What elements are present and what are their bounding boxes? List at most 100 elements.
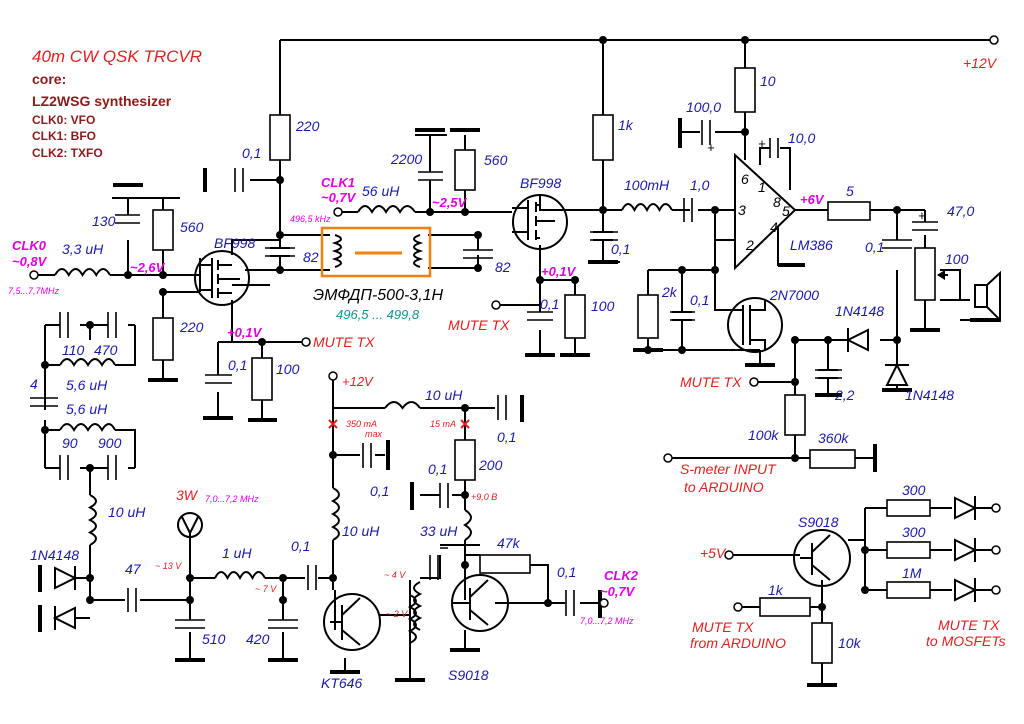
label-l-1uh: 1 uH <box>222 545 252 561</box>
label-l-33uh: 33 uH <box>420 523 458 539</box>
title: 40m CW QSK TRCVR <box>32 47 202 66</box>
label-r-47k: 47k <box>497 535 521 551</box>
label-c-2-2: 2,2 <box>834 387 855 403</box>
diodes <box>52 328 978 630</box>
label-pin-2: 2 <box>745 237 754 253</box>
label-c-0-1-a: 0,1 <box>242 145 261 161</box>
label-r-1m: 1M <box>902 565 922 581</box>
label-r-220-mid: 220 <box>179 319 204 335</box>
label-l-10uh-c: 10 uH <box>342 523 380 539</box>
label-r-560-b: 560 <box>484 152 508 168</box>
label-r-560-a: 560 <box>180 219 204 235</box>
label-c-10-0: 10,0 <box>788 130 815 146</box>
resistors <box>152 67 948 664</box>
label-mute-tx-e: MUTE TX <box>938 617 1000 633</box>
label-r-10k: 10k <box>838 635 862 651</box>
label-l-5-6-b: 5,6 uH <box>66 401 108 417</box>
label-c-82-b: 82 <box>495 259 511 275</box>
label-r-1k: 1k <box>618 117 634 133</box>
label-c-0-1-b: 0,1 <box>228 357 247 373</box>
label-c-130: 130 <box>92 213 116 229</box>
label-mute-tx-c: MUTE TX <box>680 374 742 390</box>
label-i-max: max <box>365 429 383 439</box>
svg-text:+: + <box>918 208 926 223</box>
label-r-300-a: 300 <box>902 482 926 498</box>
label-freq-out: 7,0...7,2 MHz <box>205 494 259 504</box>
supply-12v-label: +12V <box>963 55 998 71</box>
label-c-47: 47 <box>125 561 142 577</box>
label-c-0-1-j: 0,1 <box>428 461 447 477</box>
label-r-100k: 100k <box>748 427 779 443</box>
label-pin-5: 5 <box>782 203 790 219</box>
label-c-0-1-c: 0,1 <box>540 296 559 312</box>
label-freq-bfo: 496,5 kHz <box>290 214 331 224</box>
clk1-desc: CLK1: BFO <box>32 129 96 143</box>
label-r-100-b: 100 <box>591 298 615 314</box>
label-r-1k-b: 1k <box>768 582 784 598</box>
label-c-110: 110 <box>62 342 85 358</box>
label-v-13: ~ 13 V <box>155 561 182 571</box>
label-r-10: 10 <box>760 73 776 89</box>
label-q-2n7000: 2N7000 <box>769 287 819 303</box>
label-smeter-2: to ARDUINO <box>684 479 764 495</box>
label-r-360k: 360k <box>818 430 849 446</box>
svg-text:+: + <box>707 140 715 155</box>
label-pin-6: 6 <box>741 171 749 187</box>
label-c-510: 510 <box>202 631 226 647</box>
label-clk1-v: ~0,7V <box>321 190 357 205</box>
junction-dots <box>41 36 901 611</box>
label-l-100mh: 100mH <box>624 177 670 193</box>
label-mute-to: to MOSFETs <box>926 633 1006 649</box>
label-smeter-1: S-meter INPUT <box>680 461 777 477</box>
label-pot-100: 100 <box>945 251 969 267</box>
label-filter-name: ЭМФДП-500-3,1Н <box>313 287 444 304</box>
label-c-420: 420 <box>246 631 270 647</box>
label-r-300-b: 300 <box>902 524 926 540</box>
label-c-2200: 2200 <box>390 151 422 167</box>
label-clk2: CLK2 <box>604 568 639 583</box>
label-clk0: CLK0 <box>12 238 47 253</box>
label-v-5v: +5V <box>700 545 727 561</box>
label-i-350: 350 mA <box>346 419 377 429</box>
label-l-10uh-a: 10 uH <box>108 504 146 520</box>
terminals <box>29 207 1001 612</box>
label-c-0-1-i: 0,1 <box>370 483 389 499</box>
antenna-icon <box>177 512 203 545</box>
label-v-6v: +6V <box>800 192 825 207</box>
title-block: 40m CW QSK TRCVR core: LZ2WSG synthesize… <box>32 47 202 160</box>
label-c-90: 90 <box>62 435 78 451</box>
label-i-15: 15 mA <box>430 419 456 429</box>
label-filter-freq: 496,5 ... 499,8 <box>336 307 420 322</box>
label-v-0-1-a: +0,1V <box>227 325 263 340</box>
label-d-1n4148-b: 1N4148 <box>905 387 954 403</box>
ground-symbols <box>38 118 1000 687</box>
label-c-0-1-k: 0,1 <box>557 564 576 580</box>
label-c-0-1-f: 0,1 <box>690 292 709 308</box>
label-r-100-a: 100 <box>276 361 300 377</box>
label-mute-tx-d: MUTE TX <box>692 619 754 635</box>
emfd-filter <box>320 226 432 278</box>
label-v-0-1-b: +0,1V <box>541 264 577 279</box>
label-lm386: LM386 <box>790 237 833 253</box>
label-clk1: CLK1 <box>321 175 355 190</box>
label-freq-vfo: 7,5...7,7MHz <box>8 286 60 296</box>
clk0-desc: CLK0: VFO <box>32 113 95 127</box>
label-pin-8: 8 <box>773 194 781 210</box>
label-bf998-1: BF998 <box>214 235 255 251</box>
label-c-47-0: 47,0 <box>947 203 974 219</box>
label-c-4: 4 <box>30 376 38 392</box>
label-c-0-1-d: 0,1 <box>611 241 630 257</box>
label-v-9: +9,0 B <box>471 492 497 502</box>
label-q-kt646: KT646 <box>321 675 362 691</box>
label-l-10uh-b: 10 uH <box>425 387 463 403</box>
synth-label: LZ2WSG synthesizer <box>32 93 172 109</box>
label-freq-clk2: 7,0...7,2 MHz <box>580 616 634 626</box>
label-c-82-a: 82 <box>303 249 319 265</box>
label-l-3-3uh: 3,3 uH <box>62 241 104 257</box>
label-c-0-1-g: 0,1 <box>291 538 310 554</box>
label-v-2: ~ 2 V <box>386 609 408 619</box>
label-pin-1: 1 <box>758 179 766 195</box>
